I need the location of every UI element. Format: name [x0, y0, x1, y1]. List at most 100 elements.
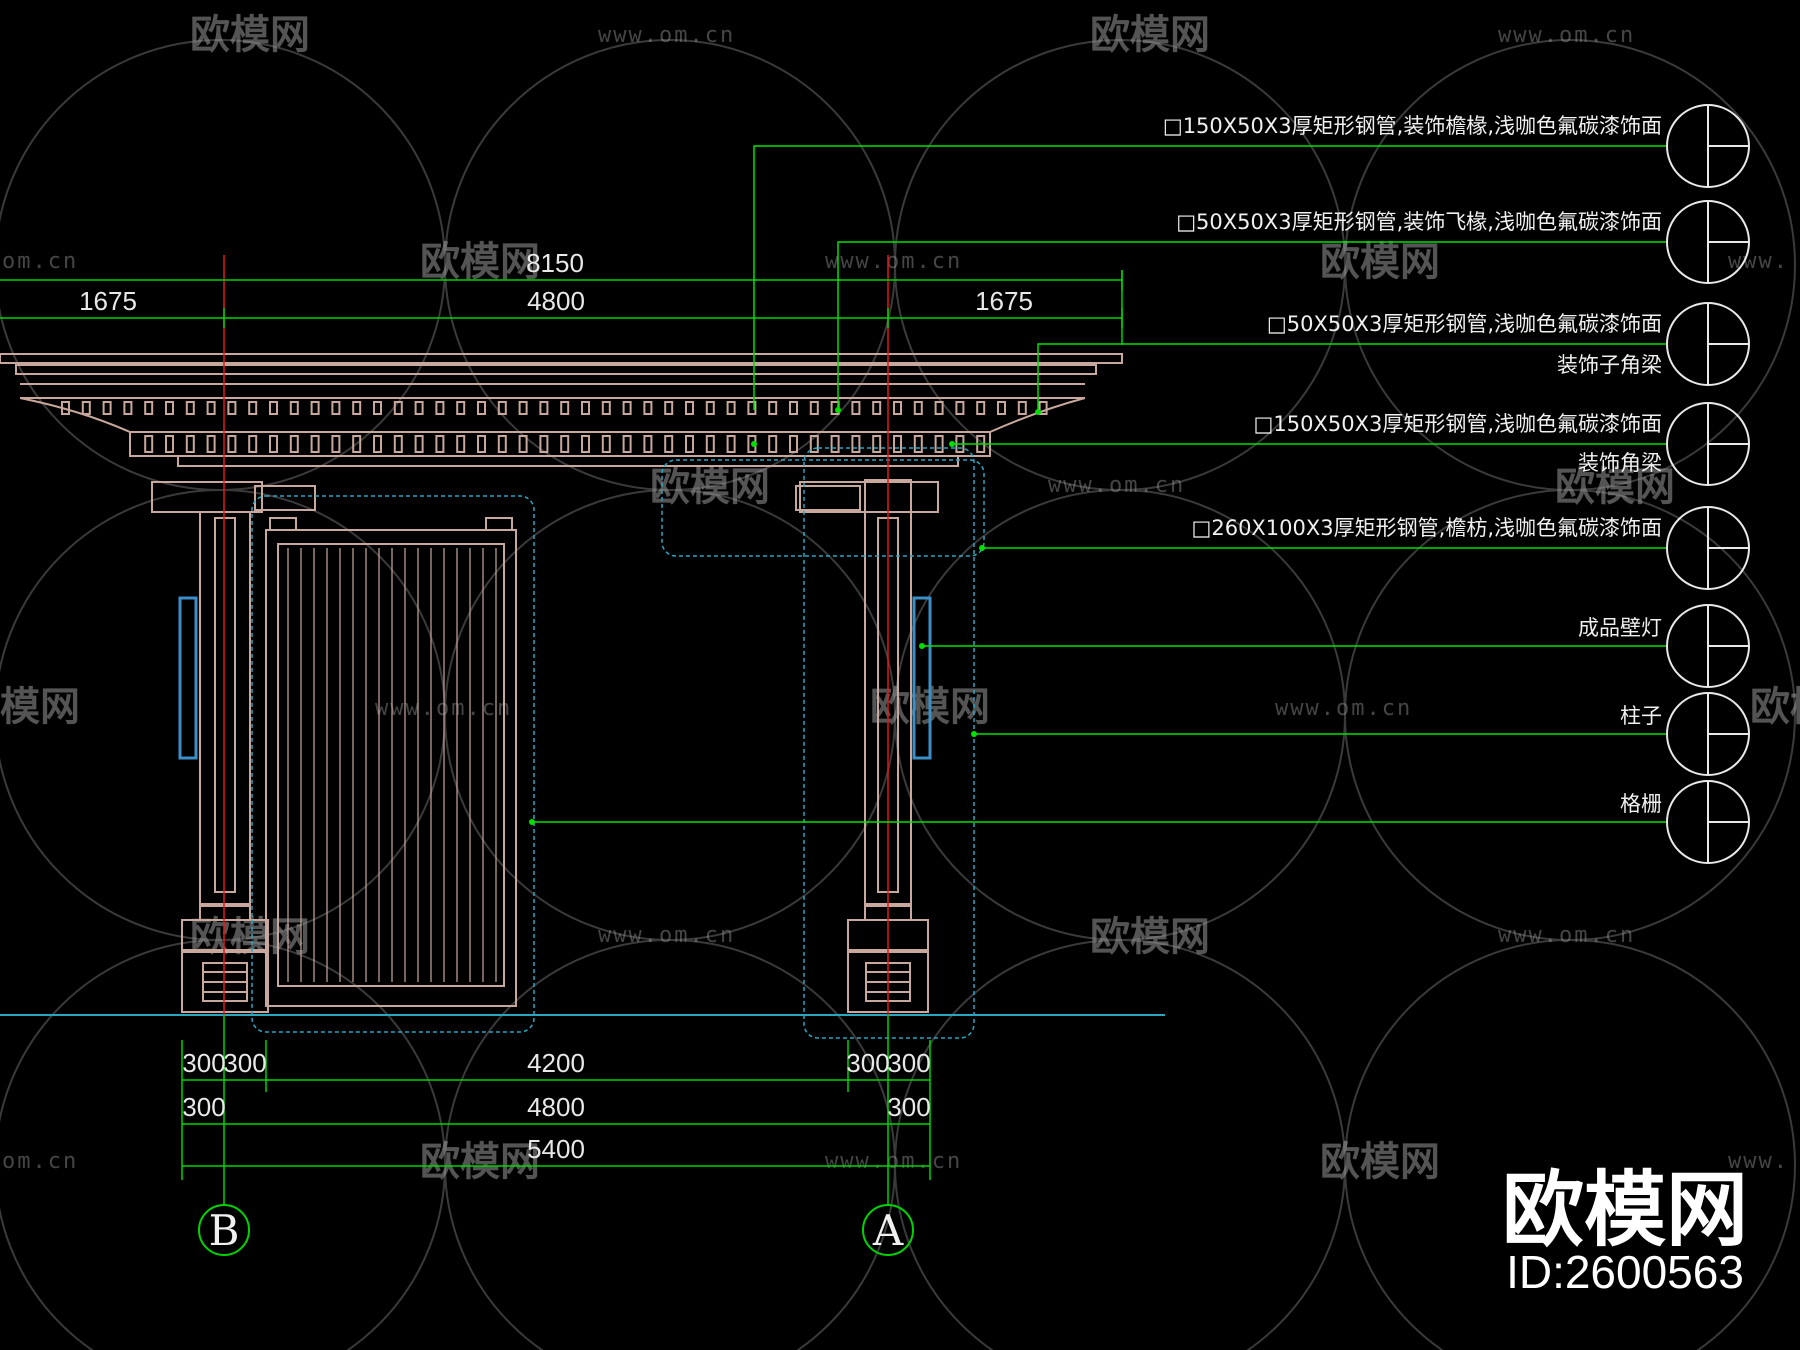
axis-lines-green: [223, 1015, 889, 1205]
leader-dot: [1035, 409, 1041, 415]
callout-text: □50X50X3厚矩形钢管,浅咖色氟碳漆饰面: [1267, 312, 1662, 336]
callout-bubble: [1666, 200, 1750, 284]
lattice-screen: [265, 517, 517, 1007]
watermark-brand: 欧模网: [420, 1139, 540, 1185]
watermark-url: www.om.cn: [375, 696, 512, 721]
eave-rafter: [206, 435, 216, 453]
flying-rafter: [768, 401, 778, 415]
flying-rafter: [144, 401, 154, 415]
eave-rafter: [289, 435, 299, 453]
flying-rafter: [352, 401, 362, 415]
leader-callout-3: [1037, 343, 1666, 412]
callout-text: 柱子: [1620, 704, 1662, 728]
eave-tie-beam: [177, 455, 959, 467]
flying-rafter: [1038, 401, 1048, 415]
callout-subtext: 装饰角梁: [1578, 451, 1662, 475]
dim-row1-value: 300: [182, 1048, 225, 1078]
eave-rafter: [310, 435, 320, 453]
dim-row1-value: 300: [846, 1048, 889, 1078]
watermark-url: www.om.cn: [825, 249, 962, 274]
eave-rafter: [227, 435, 237, 453]
watermark-url: www.om.cn: [598, 923, 735, 948]
wall-lamp-left: [178, 596, 198, 760]
watermark-url-partial: www.: [1728, 1149, 1789, 1174]
flying-rafter: [622, 401, 632, 415]
column-fret-band: [214, 517, 236, 893]
dim-top-total: 8150: [526, 248, 584, 278]
eave-rafter: [581, 435, 590, 453]
eave-rafter: [934, 435, 944, 453]
eave-rafter: [414, 435, 424, 453]
leader-dot: [919, 643, 925, 649]
callout-texts: □150X50X3厚矩形钢管,装饰檐椽,浅咖色氟碳漆饰面 □50X50X3厚矩形…: [1163, 114, 1662, 816]
flying-rafter: [601, 401, 611, 415]
bracket-outline: [661, 459, 985, 557]
callout-text: □150X50X3厚矩形钢管,装饰檐椽,浅咖色氟碳漆饰面: [1163, 114, 1662, 138]
eave-rafter: [872, 435, 882, 453]
eave-rafter: [726, 435, 736, 453]
dim-row1-value: 4200: [527, 1048, 585, 1078]
eave-rafter: [622, 435, 632, 453]
callout-text: □260X100X3厚矩形钢管,檐枋,浅咖色氟碳漆饰面: [1192, 516, 1663, 540]
flying-rafter: [955, 401, 965, 415]
flying-rafter: [581, 401, 590, 415]
callout-bubble: [1666, 104, 1750, 188]
brand-id-text: ID:2600563: [1506, 1246, 1744, 1298]
axis-bubble-b: B: [198, 1204, 250, 1256]
column-shaft: [199, 511, 251, 905]
watermark-brand: 欧模网: [1555, 464, 1675, 510]
leader-callout-2: [837, 241, 1666, 410]
eave-rafter: [539, 435, 549, 453]
leader-dot: [835, 407, 841, 413]
eave-rafter: [497, 435, 507, 453]
flying-rafter: [81, 401, 91, 415]
eave-rafter: [851, 435, 861, 453]
column-left: [151, 481, 269, 1013]
bottom-dim-row2: 300 4800 300: [182, 1092, 930, 1122]
watermark-url: www.om.cn: [598, 23, 735, 48]
flying-rafter: [227, 401, 237, 415]
axis-bubble-circle: [198, 1204, 250, 1256]
leader-dot: [751, 441, 757, 447]
watermark-brand: 欧模网: [1090, 914, 1210, 960]
fret-ornaments: [254, 485, 861, 511]
eave-rafter: [664, 435, 674, 453]
fret-ornament-right: [795, 485, 861, 511]
callout-bubble: [1666, 506, 1750, 590]
eave-rafter: [705, 435, 715, 453]
eave-rafter: [144, 435, 154, 453]
wall-lamps: [178, 596, 932, 760]
watermark-circle: [1344, 939, 1796, 1350]
flying-rafter: [414, 401, 424, 415]
top-dimensions: [0, 270, 1123, 345]
watermark-url: www.om.cn: [1048, 473, 1185, 498]
dim-row1-value: 300: [887, 1048, 930, 1078]
watermark-brand: 欧模网: [190, 12, 310, 58]
eave-rafter: [893, 435, 902, 453]
flying-rafter: [789, 401, 798, 415]
wall-lamp-right: [912, 596, 932, 760]
lattice-frame-outer: [265, 529, 517, 1007]
fret-ornament-left: [254, 485, 316, 511]
flying-rafter: [893, 401, 902, 415]
eave-rafter: [789, 435, 798, 453]
flying-rafter: [248, 401, 258, 415]
eave-rafter: [830, 435, 840, 453]
roof-top-beam: [0, 353, 1123, 364]
watermark-circles: [0, 39, 1796, 1350]
flying-rafter: [913, 401, 923, 415]
dim-row2-value: 4800: [527, 1092, 585, 1122]
lattice-outline: [251, 495, 535, 1033]
callout-bubbles: [1666, 104, 1750, 864]
leader-callout-1: [753, 145, 1666, 410]
flying-rafter: [934, 401, 944, 415]
eave-rafter: [435, 435, 445, 453]
watermark-url: www.om.cn: [825, 1149, 962, 1174]
bracket-right: [799, 481, 939, 513]
leader-lines: [532, 145, 1666, 823]
flying-rafter: [185, 401, 195, 415]
flying-rafter: [726, 401, 736, 415]
lattice-cap: [485, 517, 513, 531]
flying-rafter: [393, 401, 403, 415]
